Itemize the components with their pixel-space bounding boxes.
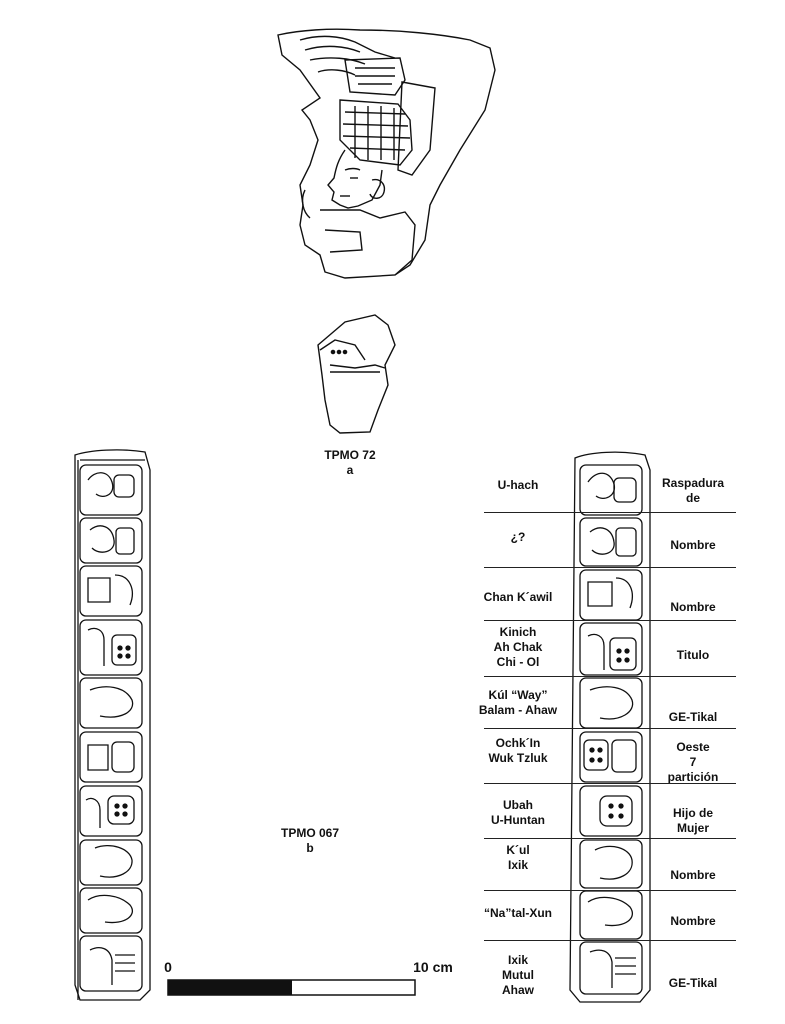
row-separator-line	[484, 676, 736, 677]
row-separator-line	[484, 890, 736, 891]
figure-a-id: TPMO 72	[324, 448, 376, 462]
glyph-column-left-drawing	[74, 449, 151, 1001]
fragment-72-upper-drawing	[277, 28, 496, 279]
figure-b-letter: b	[306, 841, 314, 855]
row-separator-line	[484, 728, 736, 729]
glyph-row-gloss: Nombre	[670, 914, 716, 928]
glyph-row-reading: Ochk´In Wuk Tzluk	[488, 736, 548, 765]
glyph-row-reading: Kinich Ah Chak Chi - Ol	[493, 625, 543, 669]
glyph-row-reading: Ubah U-Huntan	[491, 798, 545, 827]
glyph-row-gloss: Oeste 7 partición	[667, 740, 719, 784]
figure-a-letter: a	[346, 463, 354, 477]
glyph-row-gloss: Hijo de Mujer	[672, 806, 713, 835]
scale-start-label: 0	[164, 959, 172, 975]
glyph-row-gloss: Titulo	[676, 648, 710, 662]
scale-end-label: 10 cm	[413, 959, 453, 975]
glyph-row-reading: Chan K´awil	[483, 590, 553, 604]
figure-a-caption: TPMO 72 a	[290, 448, 410, 478]
glyph-row-gloss: GE-Tikal	[668, 976, 718, 990]
row-separator-line	[484, 512, 736, 513]
glyph-row-reading: “Na”tal-Xun	[483, 906, 552, 920]
glyph-row-reading: ¿?	[510, 530, 526, 544]
glyph-column-right-drawing	[569, 451, 651, 1003]
scale-bar-drawing	[167, 979, 416, 996]
row-separator-line	[484, 940, 736, 941]
glyph-row-reading: Kúl “Way” Balam - Ahaw	[478, 688, 558, 717]
glyph-row-reading: Ixik Mutul Ahaw	[501, 953, 534, 997]
fragment-72-lower-drawing	[317, 314, 396, 434]
row-separator-line	[484, 620, 736, 621]
row-separator-line	[484, 567, 736, 568]
row-separator-line	[484, 783, 736, 784]
glyph-row-gloss: Nombre	[670, 538, 716, 552]
glyph-row-reading: K´ul Ixik	[506, 843, 530, 872]
glyph-row-gloss: Nombre	[670, 868, 716, 882]
figure-b-id: TPMO 067	[280, 826, 340, 840]
row-separator-line	[484, 838, 736, 839]
figure-b-caption: TPMO 067 b	[250, 826, 370, 856]
glyph-row-gloss: Nombre	[670, 600, 716, 614]
glyph-row-gloss: Raspadura de	[661, 476, 725, 505]
glyph-row-reading: U-hach	[497, 478, 539, 492]
glyph-row-gloss: GE-Tikal	[668, 710, 718, 724]
